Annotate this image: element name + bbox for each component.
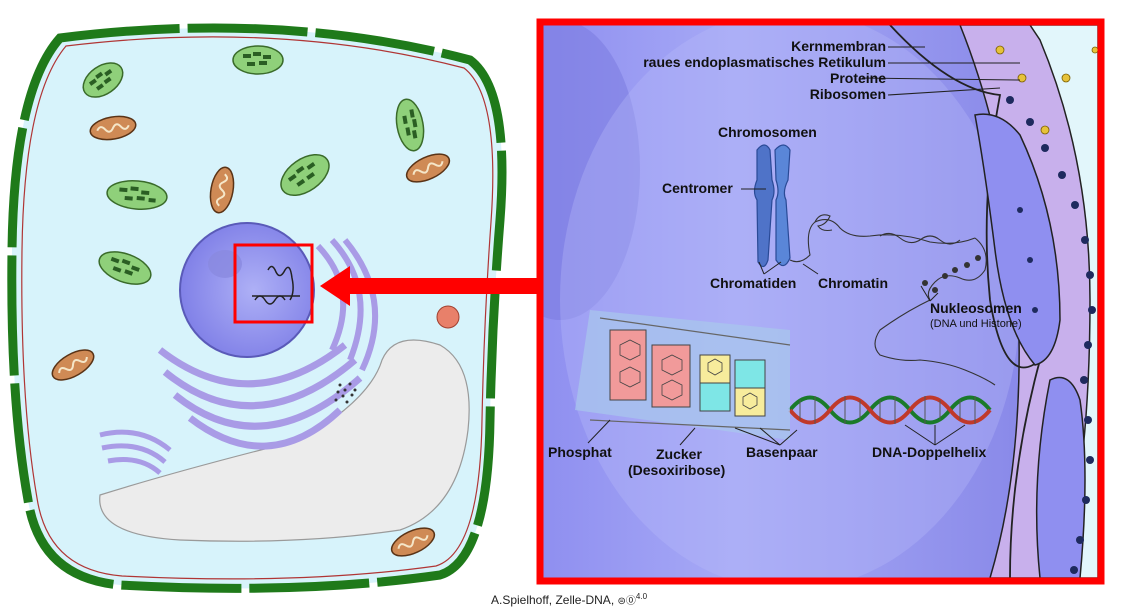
- credit-line: A.Spielhoff, Zelle-DNA, ⊜⓪4.0: [0, 592, 1138, 607]
- label-basenpaar: Basenpaar: [746, 444, 818, 460]
- dna-rungs: [799, 396, 976, 424]
- ribosomes-on-er: [1006, 96, 1096, 574]
- chloroplast: [232, 45, 284, 75]
- label-zucker: Zucker: [656, 446, 702, 462]
- label-kernmembran: Kernmembran: [791, 38, 886, 54]
- nuclear-pore-channel: [1035, 376, 1086, 578]
- label-dna-doppelhelix: DNA-Doppelhelix: [872, 444, 987, 460]
- mitochondrion: [405, 153, 451, 183]
- nucleus: [179, 222, 315, 358]
- label-zucker-sub: (Desoxiribose): [628, 462, 725, 478]
- cc-by-icon: ⊜⓪: [617, 596, 636, 607]
- zoom-region-frame: [233, 243, 314, 324]
- endoplasmic-reticulum: [157, 237, 379, 450]
- license-version: 4.0: [635, 592, 648, 601]
- credit-text: A.Spielhoff, Zelle-DNA,: [490, 593, 615, 607]
- chromosome: [753, 144, 791, 268]
- plant-cell: [7, 23, 507, 593]
- label-nukleosomen-sub: (DNA und Histone): [930, 318, 1022, 330]
- proteins-in-er: [995, 45, 1098, 135]
- zoom-panel-frame: [536, 18, 1105, 585]
- cell-membrane: [21, 36, 494, 580]
- peroxisome: [436, 305, 460, 329]
- mitochondrion: [390, 527, 436, 557]
- mitochondrion: [51, 349, 95, 381]
- label-chromatin: Chromatin: [818, 275, 888, 291]
- nuclear-pore-channel: [974, 113, 1061, 366]
- chloroplast: [98, 251, 152, 285]
- label-nukleosomen: Nukleosomen: [930, 300, 1022, 316]
- mitochondrion: [89, 115, 137, 141]
- chloroplast: [395, 98, 425, 152]
- zoom-panel: Kernmembran raues endoplasmatisches Reti…: [536, 18, 1105, 585]
- ribosome-dots: [334, 382, 357, 404]
- chloroplast: [82, 62, 124, 98]
- golgi-apparatus: [99, 429, 172, 475]
- chloroplast: [106, 180, 168, 210]
- chromatin-in-nucleus: [252, 265, 300, 305]
- nucleosome-beads: [922, 255, 981, 293]
- chromatin-fiber: [789, 214, 996, 386]
- leader-lines: [587, 46, 1021, 446]
- dna-helix: [788, 395, 992, 425]
- label-phosphat: Phosphat: [548, 444, 612, 460]
- zoom-arrow: [320, 266, 543, 306]
- label-ribosomen: Ribosomen: [810, 86, 886, 102]
- mitochondrion: [209, 166, 235, 214]
- dna-ladder: [575, 310, 791, 440]
- chloroplast: [280, 153, 330, 197]
- label-proteine: Proteine: [830, 70, 886, 86]
- label-retikulum: raues endoplasmatisches Retikulum: [643, 54, 886, 70]
- label-centromer: Centromer: [662, 180, 733, 196]
- label-chromatiden: Chromatiden: [710, 275, 796, 291]
- label-chromosomen: Chromosomen: [718, 124, 817, 140]
- nucleolus: [208, 250, 242, 278]
